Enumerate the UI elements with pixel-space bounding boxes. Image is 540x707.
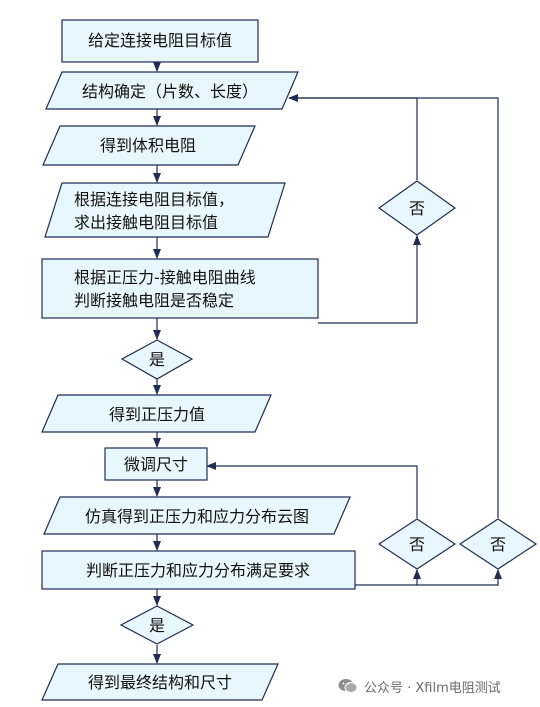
- step-given-target: 给定连接电阻目标值: [61, 19, 259, 63]
- decision-label: 否: [409, 535, 425, 554]
- step-label: 得到体积电阻: [100, 136, 196, 155]
- step-label: 得到最终结构和尺寸: [88, 673, 232, 692]
- step-label-line-2: 求出接触电阻目标值: [74, 213, 218, 232]
- step-structure: 结构确定（片数、长度）: [45, 71, 299, 110]
- decision-no-3: 否: [458, 518, 538, 570]
- arrow-s9-no3: [417, 569, 502, 586]
- decision-diamond: [377, 518, 457, 570]
- io-shape: [41, 394, 272, 433]
- watermark: 公众号 · Xfilm电阻测试: [338, 675, 501, 697]
- step-label-line-1: 根据正压力-接触电阻曲线: [74, 268, 256, 287]
- step-volume-resistance: 得到体积电阻: [42, 125, 256, 166]
- watermark-text: 公众号 · Xfilm电阻测试: [364, 680, 501, 696]
- decision-label: 否: [490, 535, 506, 554]
- decision-no-1: 否: [377, 180, 457, 236]
- line-no3-s2: [289, 97, 499, 518]
- process-box: [41, 550, 356, 590]
- process-box: [41, 258, 319, 319]
- io-shape: [45, 71, 299, 110]
- step-label: 仿真得到正压力和应力分布云图: [85, 507, 309, 526]
- decision-label: 否: [409, 199, 425, 218]
- connectors: [153, 62, 502, 664]
- arrow-s5-no1: [318, 235, 421, 324]
- io-shape: [41, 663, 279, 701]
- decision-diamond: [458, 518, 538, 570]
- step-contact-target: 根据连接电阻目标值， 求出接触电阻目标值: [44, 182, 286, 238]
- decision-diamond: [119, 605, 195, 645]
- step-label: 得到正压力值: [109, 405, 205, 424]
- decision-no-2: 否: [377, 518, 457, 570]
- arrow-no2-s7: [206, 462, 418, 518]
- step-normal-force: 得到正压力值: [41, 394, 272, 433]
- arrow-no1-s2: [288, 94, 418, 180]
- decision-diamond: [377, 180, 457, 236]
- step-label-line-1: 根据连接电阻目标值，: [74, 190, 234, 209]
- step-requirement-check: 判断正压力和应力分布满足要求: [41, 550, 356, 590]
- step-fine-tune: 微调尺寸: [104, 447, 208, 481]
- decision-label: 是: [149, 350, 165, 369]
- decision-yes-1: 是: [120, 339, 194, 380]
- io-shape: [44, 182, 286, 238]
- process-box: [61, 19, 259, 63]
- decision-label: 是: [149, 616, 165, 635]
- wechat-icon: [338, 679, 358, 693]
- io-shape: [43, 496, 351, 535]
- decision-yes-2: 是: [119, 605, 195, 645]
- decision-diamond: [120, 339, 194, 380]
- process-box: [104, 447, 208, 481]
- step-label: 结构确定（片数、长度）: [82, 82, 258, 101]
- step-label-line-2: 判断接触电阻是否稳定: [74, 291, 234, 310]
- io-shape: [42, 125, 256, 166]
- step-simulation: 仿真得到正压力和应力分布云图: [43, 496, 351, 535]
- step-label: 判断正压力和应力分布满足要求: [86, 561, 310, 580]
- step-final-structure: 得到最终结构和尺寸: [41, 663, 279, 701]
- step-label: 给定连接电阻目标值: [88, 31, 232, 50]
- arrow-s9-no2: [355, 569, 421, 586]
- step-stability-check: 根据正压力-接触电阻曲线 判断接触电阻是否稳定: [41, 258, 319, 319]
- step-label: 微调尺寸: [124, 455, 188, 474]
